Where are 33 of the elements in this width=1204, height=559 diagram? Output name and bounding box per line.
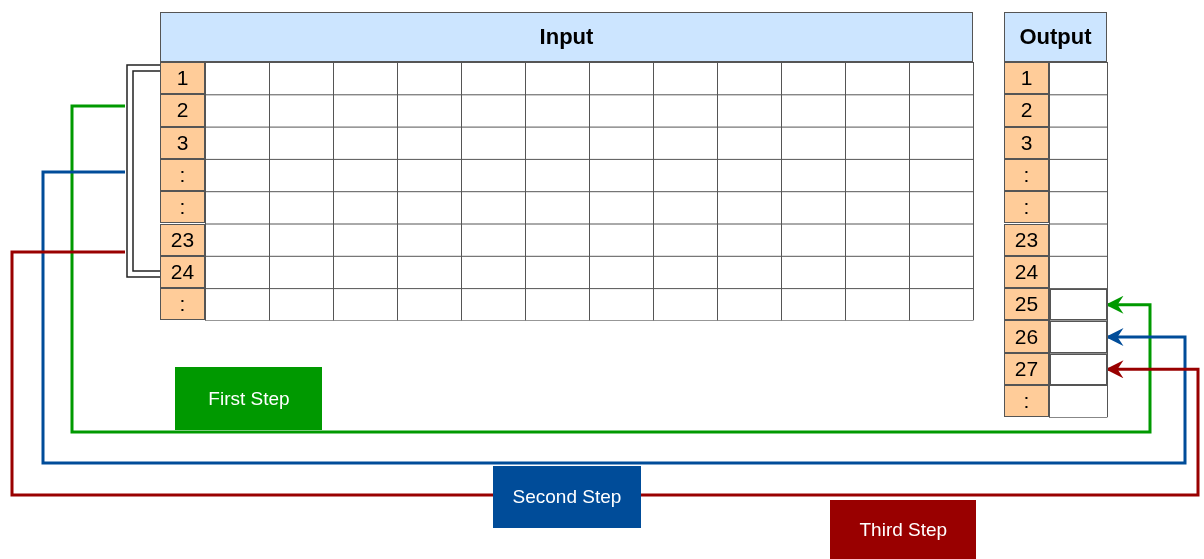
row-number: 25 [1004,288,1049,321]
table-header: Input [160,12,973,62]
row-number: 1 [1004,62,1049,95]
table [160,12,973,321]
row-number: 23 [1004,223,1049,256]
row-number: 26 [1004,320,1049,353]
row-number: : [160,288,205,321]
row-number: 24 [160,255,205,289]
table-cell [1050,321,1107,353]
row-number: : [1004,385,1049,418]
table-header: Output [1004,12,1107,62]
connector-arrow [41,170,1187,465]
row-number: : [1004,158,1049,192]
step-label: Second Step [492,466,641,528]
connector-arrow [10,250,1200,497]
row-number: 24 [1004,255,1049,289]
connector-arrow [70,104,1152,434]
row-number: 2 [160,94,205,127]
table-cell [1050,353,1107,385]
row-number: : [160,158,205,192]
table [1004,12,1107,418]
row-number: 3 [160,126,205,159]
row-number: 27 [1004,352,1049,385]
step-label: Third Step [830,500,977,559]
step-label: First Step [175,367,323,430]
row-number: 1 [160,62,205,95]
table-cell [1050,289,1107,321]
bracket [126,64,161,278]
row-number: : [160,191,205,224]
row-number: 3 [1004,126,1049,159]
row-number: 23 [160,223,205,256]
row-number: : [1004,191,1049,224]
row-number: 2 [1004,94,1049,127]
